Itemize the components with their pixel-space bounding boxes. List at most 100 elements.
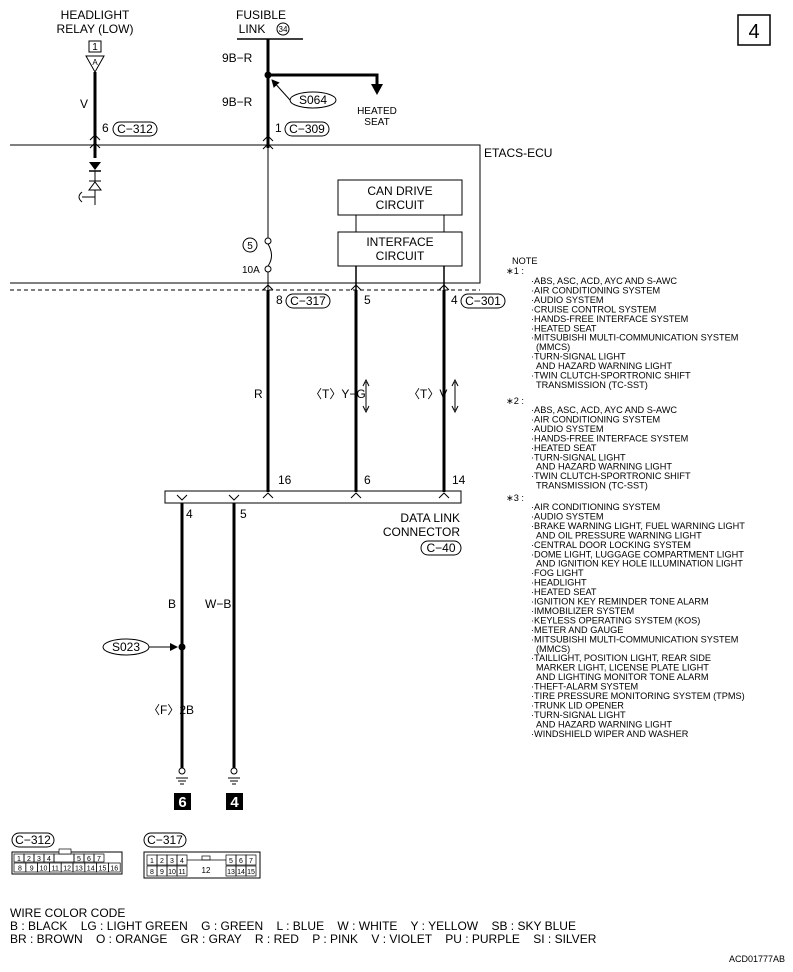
c317-tag: [285, 293, 331, 309]
c317-face-label: C−317: [147, 833, 183, 847]
c312-cavity: 14: [87, 866, 95, 873]
wire-heated-seat: [268, 73, 379, 85]
note-line: ·CENTRAL DOOR LOCKING SYSTEM: [531, 540, 691, 550]
heated-seat-label-1: HEATED: [357, 106, 397, 117]
headlight-relay-terminal-icon: [85, 55, 105, 74]
note-line: ·TIRE PRESSURE MONITORING SYSTEM (TPMS): [531, 691, 745, 701]
pin-4-label: 4: [451, 293, 458, 307]
note-line: ·THEFT-ALARM SYSTEM: [531, 682, 638, 692]
c312-cavity: 2: [27, 856, 31, 863]
c312-cavity: 7: [97, 856, 101, 863]
splice-s064-label: S064: [299, 93, 327, 107]
c301-tag-label: C−301: [465, 294, 501, 308]
fusible-link-number-circle: [276, 22, 290, 36]
diode-icon: [89, 162, 101, 170]
c317-cavity: 14: [237, 869, 245, 876]
ecu-label: ETACS-ECU: [484, 146, 552, 160]
heated-seat-label-2: SEAT: [364, 117, 389, 128]
pin-6-label: 6: [102, 121, 109, 135]
wire-v-label: V: [80, 97, 88, 111]
c317-cavity: 3: [170, 858, 174, 865]
wire-color-code-title: WIRE COLOR CODE: [10, 906, 125, 920]
notes-block: NOTE ∗1 : ·ABS, ASC, ACD, AYC AND S-AWC·…: [506, 256, 745, 739]
c312-cavity: 1: [17, 856, 21, 863]
c317-cavity: 5: [229, 858, 233, 865]
note-line: ·AUDIO SYSTEM: [531, 511, 604, 521]
note-1-items: ·ABS, ASC, ACD, AYC AND S-AWC·AIR CONDIT…: [531, 276, 738, 390]
can-drive-label-1: CAN DRIVE: [367, 184, 432, 198]
headlight-relay-pin: 1: [92, 42, 98, 53]
c317-cavity: 15: [247, 869, 255, 876]
note-line: ·HEATED SEAT: [531, 443, 597, 453]
note-line: ·MITSUBISHI MULTI-COMMUNICATION SYSTEM: [531, 634, 738, 644]
ground-4-label: 4: [230, 794, 239, 811]
document-code: ACD01777AB: [729, 954, 785, 964]
c312-cavity: 10: [40, 866, 48, 873]
can-drive-label-2: CIRCUIT: [376, 198, 425, 212]
headlight-relay-pin2: A: [92, 58, 98, 67]
page-number: 4: [748, 21, 759, 43]
c312-cavity: 9: [30, 866, 34, 873]
c317-tag-label: C−317: [290, 294, 326, 308]
wire-color-code-line-1: B : BLACK LG : LIGHT GREEN G : GREEN L :…: [10, 919, 576, 933]
note-3-mark: ∗3 :: [506, 493, 524, 503]
note-line: ·HANDS-FREE INTERFACE SYSTEM: [531, 433, 688, 443]
diode-icon-2: [88, 181, 102, 191]
note-line: ·HEADLIGHT: [531, 578, 587, 588]
dlc-pin-4: 4: [186, 507, 193, 521]
note-line: AND HAZARD WARNING LIGHT: [536, 462, 672, 472]
ground-6-label: 6: [178, 794, 186, 811]
c301-tag: [460, 293, 506, 309]
wire-tyg-label: 〈T〉Y−G: [310, 387, 366, 401]
c317-cavity: 1: [150, 858, 154, 865]
pin-1-label: 1: [275, 121, 282, 135]
c312-cavity: 4: [47, 856, 51, 863]
c312-cavity: 13: [75, 866, 83, 873]
dlc-pin-6: 6: [364, 473, 371, 487]
c312-cavity: 8: [18, 866, 22, 873]
fuse-number-circle: [242, 237, 258, 253]
note-line: ·ABS, ASC, ACD, AYC AND S-AWC: [531, 276, 677, 286]
c317-cavity: 2: [160, 858, 164, 865]
note-line: AND IGNITION KEY HOLE ILLUMINATION LIGHT: [536, 559, 743, 569]
note-line: ·HEATED SEAT: [531, 587, 597, 597]
wire-r-label: R: [254, 387, 263, 401]
dlc-pin-16: 16: [278, 473, 292, 487]
note-line: ·KEYLESS OPERATING SYSTEM (KOS): [531, 615, 700, 625]
data-link-connector-bar: [164, 490, 462, 504]
interface-label-1: INTERFACE: [366, 235, 433, 249]
c40-tag-label: C−40: [426, 541, 455, 555]
c312-cavity: 11: [52, 866, 59, 873]
c312-cavity: 16: [110, 866, 118, 873]
splice-s023-dot: [178, 643, 186, 651]
c317-cavity: 6: [239, 858, 243, 865]
c312-cavity: 5: [77, 856, 81, 863]
ground-4-badge: [226, 793, 243, 810]
note-2-items: ·ABS, ASC, ACD, AYC AND S-AWC·AIR CONDIT…: [531, 405, 691, 491]
pin-8-label: 8: [276, 293, 283, 307]
c312-cavity: 3: [37, 856, 41, 863]
wire-b-label: B: [168, 597, 176, 611]
notes-title: NOTE: [512, 256, 538, 266]
dlc-label-2: CONNECTOR: [383, 525, 460, 539]
c317-face-tag: [143, 832, 187, 848]
dlc-pin-5: 5: [240, 507, 247, 521]
c312-cavity: 15: [99, 866, 107, 873]
note-line: (MMCS): [536, 342, 570, 352]
c312-tag: [112, 121, 158, 137]
heated-seat-arrow-icon: [371, 84, 383, 95]
note-line: ·IGNITION KEY REMINDER TONE ALARM: [531, 597, 709, 607]
wire-wb-label: W−B: [205, 597, 231, 611]
wire-tv-label: 〈T〉V: [408, 387, 447, 401]
fusible-link-number: 34: [279, 25, 288, 34]
note-line: AND OIL PRESSURE WARNING LIGHT: [536, 530, 702, 540]
interface-label-2: CIRCUIT: [376, 249, 425, 263]
fuse-icon: [267, 243, 272, 267]
dlc-pin-14: 14: [452, 473, 466, 487]
note-line: ·HEATED SEAT: [531, 323, 597, 333]
note-line: MARKER LIGHT, LICENSE PLATE LIGHT: [536, 663, 709, 673]
c312-cavity: 12: [63, 866, 71, 873]
note-line: ·TWIN CLUTCH-SPORTRONIC SHIFT: [531, 371, 691, 381]
c317-cavity: 4: [180, 858, 184, 865]
note-line: ·AUDIO SYSTEM: [531, 295, 604, 305]
